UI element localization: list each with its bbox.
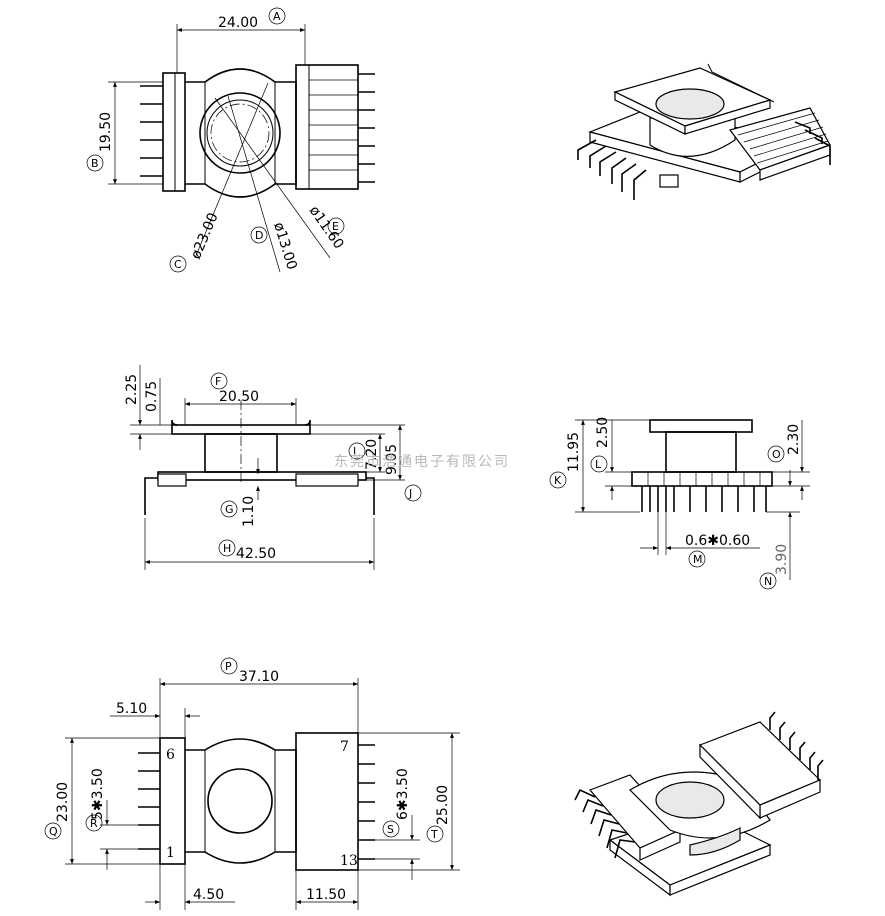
dim-q-value: 23.00 [55,782,71,822]
side-view-pin-blocks [647,472,761,486]
dim-q-label: Q [49,825,58,838]
dim-5-10: 5.10 [116,701,147,717]
dim-i-value: 7.20 [364,439,380,470]
dim-j-value: 9.05 [384,444,400,475]
iso-bottom-left-pins [574,788,636,859]
dim-n-label: N [764,575,772,588]
dim-a-label: A [273,10,281,23]
dim-o-label: O [772,448,781,461]
dim-g-value: 1.10 [241,496,257,527]
dim-l-label: L [595,458,602,471]
pin-number-6: 6 [166,747,175,763]
pin-number-13: 13 [340,853,358,869]
top-view-right-pins [358,73,375,183]
dim-j-label: J [408,487,412,500]
dim-r-label: R [90,817,98,830]
top-view: 24.00 A 19.50 B ø23.00 C ø13.00 D ø11.60… [86,7,375,273]
iso-top-left-pins [577,139,647,200]
dim-d-value: ø13.00 [270,220,300,271]
dim-s-label: S [387,823,394,836]
dim-k-value: 11.95 [566,432,582,472]
dim-e-label: E [332,220,339,233]
dim-o-value: 2.30 [786,424,802,455]
dim-i-label: I [353,445,356,458]
front-view: 20.50 F 2.25 0.75 7.20 I 9.05 J 1.10 G [124,365,422,570]
bottom-view-left-pins [138,752,160,850]
dim-p-label: P [225,660,232,673]
company-watermark: 东莞市浩通电子有限公司 [334,453,510,470]
pin-number-7: 7 [340,739,349,755]
dim-n-value: 3.90 [774,544,790,575]
dim-t-label: T [430,828,438,841]
iso-view-top [577,63,831,200]
iso-view-bottom [574,711,824,897]
side-view: 11.95 K 2.50 L 2.30 O 0.6✱0.60 M 3.90 N [549,417,810,590]
pin-number-1: 1 [166,845,175,861]
dim-11-50: 11.50 [306,887,346,903]
dim-s-value: 6✱3.50 [395,768,411,820]
dim-f-value: 20.50 [219,389,259,405]
dim-4-50: 4.50 [193,887,224,903]
dim-e-value: ø11.60 [306,203,347,252]
dim-2-25: 2.25 [124,374,140,405]
dim-g-label: G [225,503,234,516]
dim-h-value: 42.50 [236,546,276,562]
dim-b-label: B [91,157,99,170]
dim-0-75: 0.75 [144,381,160,412]
iso-bottom-right-pins [769,711,824,780]
dim-f-label: F [215,375,221,388]
dim-h-label: H [223,542,231,555]
dim-k-label: K [554,474,562,487]
dim-d-label: D [255,229,263,242]
side-view-pins [641,486,767,512]
dim-c-label: C [174,258,182,271]
iso-top-right-fins [737,112,829,164]
dim-b-value: 19.50 [98,112,114,152]
bottom-view: 6 1 7 13 37.10 P 5.10 23.00 Q 5✱3.50 R [44,657,460,910]
dim-t-value: 25.00 [435,785,451,825]
dim-c-value: ø23.00 [188,211,222,262]
dim-a-value: 24.00 [218,15,258,31]
dim-l-value: 2.50 [595,417,611,448]
dim-p-value: 37.10 [239,669,279,685]
bottom-view-right-pins [358,744,375,860]
dim-m-label: M [693,553,703,566]
iso-top-right-pins [794,121,831,165]
dim-r-value: 5✱3.50 [90,768,106,820]
top-view-left-pins [140,85,163,177]
dim-m-value: 0.6✱0.60 [685,533,750,549]
top-view-right-fins [309,79,358,171]
